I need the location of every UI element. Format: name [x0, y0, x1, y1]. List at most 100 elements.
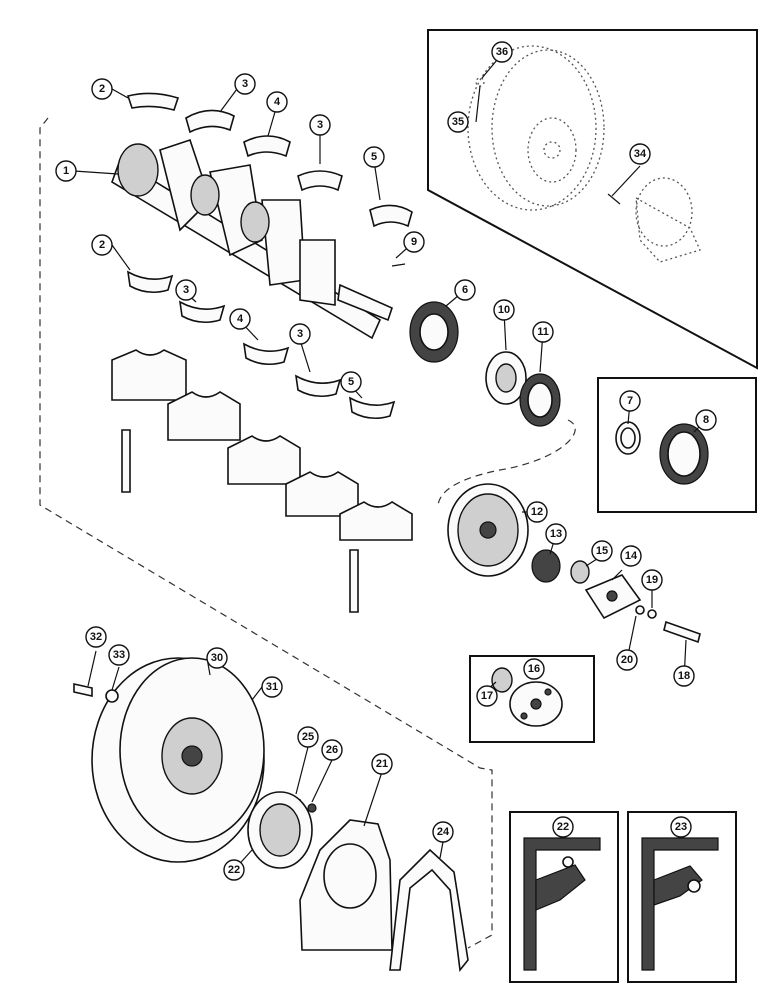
- callout-2-label: 2: [99, 83, 105, 95]
- inset-flywheel-frame: [427, 29, 758, 370]
- callout-7-label: 7: [627, 395, 633, 407]
- callout-12: 12: [526, 501, 548, 523]
- callout-33-label: 33: [113, 649, 125, 661]
- callout-31: 31: [261, 676, 283, 698]
- callout-20-label: 20: [621, 654, 633, 666]
- callout-5: 5: [363, 146, 385, 168]
- callout-26-label: 26: [326, 744, 338, 756]
- rear-seal-group: [247, 791, 469, 972]
- callout-22: 22: [223, 859, 245, 881]
- callout-16: 16: [523, 658, 545, 680]
- callout-4-label: 4: [237, 313, 244, 325]
- callout-34-label: 34: [634, 148, 647, 160]
- callout-31-label: 31: [266, 681, 278, 693]
- callout-22: 22: [552, 816, 574, 838]
- callout-3-label: 3: [183, 284, 189, 296]
- callout-9: 9: [403, 231, 425, 253]
- callout-16-label: 16: [528, 663, 540, 675]
- bearing-shells: [126, 92, 413, 420]
- inset-seal-23-frame: [627, 811, 737, 983]
- callout-24-label: 24: [437, 826, 450, 838]
- callout-6: 6: [454, 279, 476, 301]
- front-gear-set: [409, 301, 561, 427]
- callout-15-label: 15: [596, 545, 608, 557]
- callout-17-label: 17: [481, 690, 493, 702]
- callout-5: 5: [340, 371, 362, 393]
- inset-seal-22-frame: [509, 811, 619, 983]
- inset-flywheel: [427, 29, 758, 370]
- callout-2-label: 2: [99, 239, 105, 251]
- callout-26: 26: [321, 739, 343, 761]
- callout-23-label: 23: [675, 821, 687, 833]
- callout-5-label: 5: [348, 376, 354, 388]
- callout-5-label: 5: [371, 151, 377, 163]
- callout-8: 8: [695, 409, 717, 431]
- callout-9-label: 9: [411, 236, 417, 248]
- callout-19-label: 19: [646, 574, 658, 586]
- callout-18-label: 18: [678, 670, 690, 682]
- callout-7: 7: [619, 390, 641, 412]
- callout-32: 32: [85, 626, 107, 648]
- callout-13: 13: [545, 523, 567, 545]
- assembly-dashed-outline: [39, 117, 493, 949]
- callout-25: 25: [297, 726, 319, 748]
- callout-4: 4: [229, 308, 251, 330]
- pulley-assembly: [447, 483, 701, 644]
- callout-3-label: 3: [317, 119, 323, 131]
- callout-14: 14: [620, 545, 642, 567]
- callout-1: 1: [55, 160, 77, 182]
- callout-35: 35: [447, 111, 469, 133]
- callout-3: 3: [289, 323, 311, 345]
- callout-14-label: 14: [625, 550, 638, 562]
- callout-21-label: 21: [376, 758, 388, 770]
- callout-22-label: 22: [228, 864, 240, 876]
- callout-34: 34: [629, 143, 651, 165]
- callout-19: 19: [641, 569, 663, 591]
- inset-damper: [469, 655, 595, 743]
- callout-12-label: 12: [531, 506, 543, 518]
- callout-3: 3: [234, 73, 256, 95]
- callout-6-label: 6: [462, 284, 468, 296]
- callout-3-label: 3: [242, 78, 248, 90]
- callout-32-label: 32: [90, 631, 102, 643]
- inset-gear-frame: [597, 377, 757, 513]
- callout-11-label: 11: [537, 326, 549, 338]
- callout-2: 2: [91, 78, 113, 100]
- callout-17: 17: [476, 685, 498, 707]
- callout-4: 4: [266, 91, 288, 113]
- inset-gear: [597, 377, 757, 513]
- callout-3-label: 3: [297, 328, 303, 340]
- callout-4-label: 4: [274, 96, 281, 108]
- callout-3: 3: [309, 114, 331, 136]
- callout-24: 24: [432, 821, 454, 843]
- callout-13-label: 13: [550, 528, 562, 540]
- callout-21: 21: [371, 753, 393, 775]
- callouts: 1 2 2 3 3 3 3 4 4 5 5 6 7 8 9 10 11 12 1…: [55, 41, 717, 881]
- callout-30: 30: [206, 647, 228, 669]
- callout-35-label: 35: [452, 116, 464, 128]
- callout-15: 15: [591, 540, 613, 562]
- pulley-dashed-link: [437, 419, 576, 506]
- main-bearing-caps: [111, 349, 413, 613]
- callout-3: 3: [175, 279, 197, 301]
- callout-11: 11: [532, 321, 554, 343]
- inset-damper-frame: [469, 655, 595, 743]
- callout-8-label: 8: [703, 414, 709, 426]
- callout-33: 33: [108, 644, 130, 666]
- callout-25-label: 25: [302, 731, 314, 743]
- callout-20: 20: [616, 649, 638, 671]
- callout-10: 10: [493, 299, 515, 321]
- callout-36-label: 36: [496, 46, 508, 58]
- callout-10-label: 10: [498, 304, 510, 316]
- callout-1-label: 1: [63, 165, 69, 177]
- inset-seal-22: [509, 811, 619, 983]
- callout-30-label: 30: [211, 652, 223, 664]
- callout-2: 2: [91, 234, 113, 256]
- callout-22-label: 22: [557, 821, 569, 833]
- flywheel: [73, 657, 317, 863]
- crankshaft: [111, 138, 393, 340]
- callout-36: 36: [491, 41, 513, 63]
- inset-seal-23: [627, 811, 737, 983]
- callout-23: 23: [670, 816, 692, 838]
